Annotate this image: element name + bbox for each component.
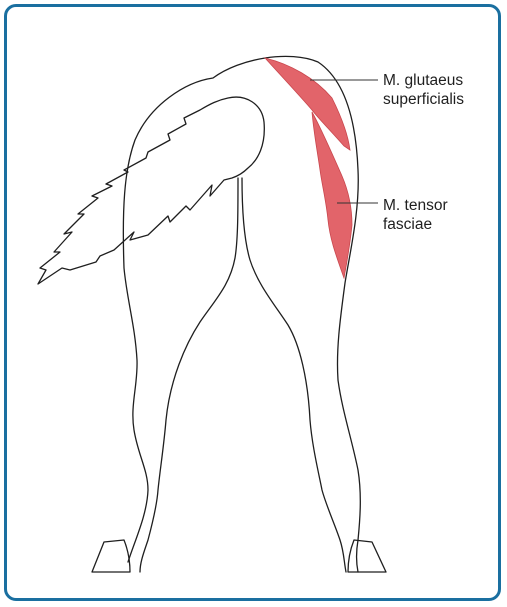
muscle-glutaeus-superficialis	[265, 58, 350, 150]
left-leg-inner-outline	[140, 178, 238, 572]
label-tensor-fasciae: M. tensor fasciae	[383, 196, 448, 234]
label-glutaeus-line2: superficialis	[383, 90, 464, 109]
horse-body-outline	[123, 56, 360, 572]
label-tensor-line2: fasciae	[383, 215, 448, 234]
tail-outline	[38, 97, 264, 284]
label-glutaeus-line1: M. glutaeus	[383, 71, 464, 90]
label-glutaeus-superficialis: M. glutaeus superficialis	[383, 71, 464, 109]
right-leg-inner-outline	[242, 178, 346, 572]
label-tensor-line1: M. tensor	[383, 196, 448, 215]
right-hoof	[348, 540, 386, 572]
left-hoof	[92, 540, 130, 572]
